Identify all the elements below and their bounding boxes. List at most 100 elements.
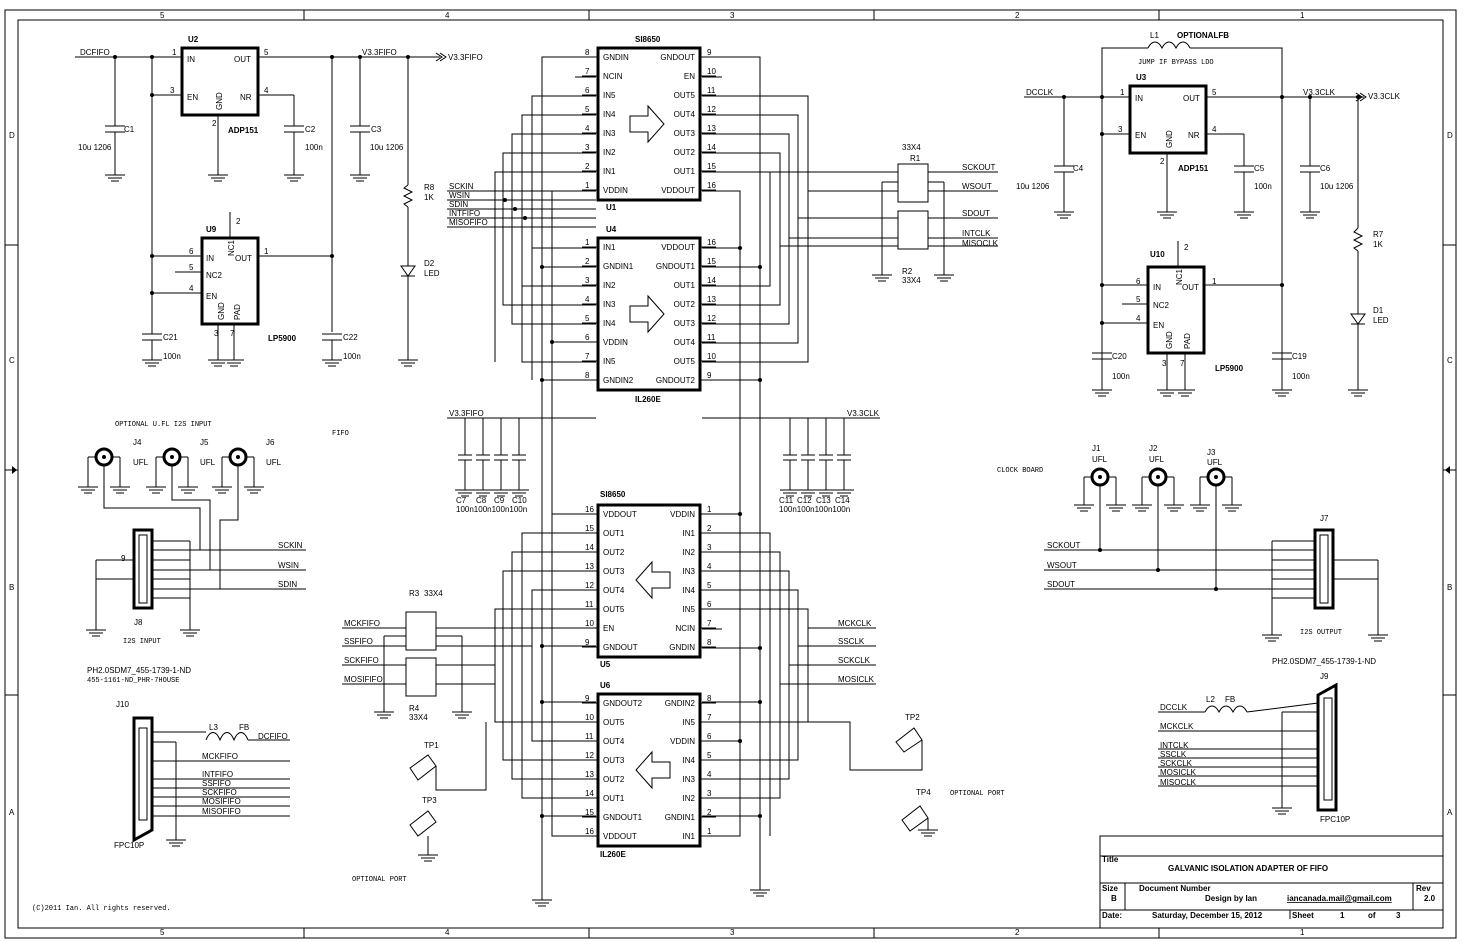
u5-pin-name: EN: [603, 624, 614, 633]
svg-text:2: 2: [212, 119, 217, 128]
j1-ref: J1: [1092, 444, 1101, 453]
u1-pin-name: IN5: [603, 91, 616, 100]
svg-text:SSFIFO: SSFIFO: [202, 779, 231, 788]
svg-text:C9: C9: [494, 496, 505, 505]
c21-ref: C21: [163, 333, 178, 342]
net-wsout: WSOUT: [962, 182, 992, 191]
svg-text:6: 6: [1136, 277, 1141, 286]
j9-fpc-connector: J9 FPC10P DCCLK L2 FB MCKCLK INTCLK SSCL…: [1158, 672, 1350, 824]
svg-text:NR: NR: [1188, 131, 1200, 140]
net-sckin-j8: SCKIN: [278, 541, 303, 550]
u6-pin-num: 11: [585, 732, 594, 741]
docnum-label: Document Number: [1139, 884, 1211, 893]
c6-ref: C6: [1320, 164, 1331, 173]
l2-value: FB: [1225, 695, 1235, 704]
u6-isolator: U6 IL260E 9GNDOUT210OUT511OUT412OUT313OU…: [582, 681, 716, 859]
note-fifo: FIFO: [332, 430, 349, 438]
svg-text:5: 5: [189, 263, 194, 272]
u5-pin-num: 14: [585, 543, 594, 552]
svg-text:OUT: OUT: [1183, 94, 1200, 103]
u6-pin-name: OUT5: [603, 718, 625, 727]
u1-pin-num: 12: [707, 105, 716, 114]
rev-value: 2.0: [1424, 894, 1436, 903]
u4-pin-num: 15: [707, 257, 716, 266]
u6-pin-num: 7: [707, 713, 712, 722]
sheet-label: Sheet: [1292, 911, 1314, 920]
u1-pin-num: 13: [707, 124, 716, 133]
u6-pin-name: OUT4: [603, 737, 625, 746]
u6-pin-name: VDDIN: [670, 737, 695, 746]
u1-pin-name: OUT1: [674, 167, 696, 176]
svg-text:4: 4: [264, 86, 269, 95]
j4-value: UFL: [133, 458, 149, 467]
net-mosififo: MOSIFIFO: [344, 675, 383, 684]
u4-pin-num: 14: [707, 276, 716, 285]
j10-value: FPC10P: [114, 841, 144, 850]
row-label-c: C: [9, 356, 15, 365]
col-label-3: 3: [730, 11, 735, 20]
u4-pin-num: 5: [585, 314, 590, 323]
u6-pin-num: 8: [707, 694, 712, 703]
copyright: (C)2011 Ian. All rights reserved.: [32, 905, 171, 913]
u1-pin-num: 2: [585, 162, 590, 171]
sheet-frame: 5 4 3 2 1 5 4 3 2 1 D C B A D C B A: [4, 9, 1457, 939]
net-dcfifo-j10: DCFIFO: [258, 732, 288, 741]
row-label-d-right: D: [1447, 131, 1453, 140]
svg-text:MISOFIFO: MISOFIFO: [202, 807, 241, 816]
u5-pin-name: OUT4: [603, 586, 625, 595]
u5-pin-num: 8: [707, 638, 712, 647]
net-dcfifo: DCFIFO: [80, 48, 110, 57]
u5-pin-num: 2: [707, 524, 712, 533]
u1-pin-num: 10: [707, 67, 716, 76]
u6-pin-num: 3: [707, 789, 712, 798]
net-mckclk: MCKCLK: [838, 619, 872, 628]
u4-pin-num: 6: [585, 333, 590, 342]
l1-value: OPTIONALFB: [1177, 31, 1229, 40]
u4-pin-name: GNDIN1: [603, 262, 634, 271]
u5-pin-name: IN4: [683, 586, 696, 595]
u6-pin-num: 9: [585, 694, 590, 703]
col-label-1: 1: [1300, 11, 1305, 20]
u5-pin-name: IN5: [683, 605, 696, 614]
c19-value: 100n: [1292, 372, 1310, 381]
c1-value: 10u 1206: [78, 143, 112, 152]
svg-text:3: 3: [1118, 125, 1123, 134]
col-label-2: 2: [1015, 11, 1020, 20]
net-sdout-j7: SDOUT: [1047, 580, 1075, 589]
u5-pin-num: 13: [585, 562, 594, 571]
u5-pin-num: 4: [707, 562, 712, 571]
u5-pin-name: OUT1: [603, 529, 625, 538]
r1-r2-resistor-arrays: 33X4 R1 R2 33X4 SCKOUT WSOUT SDOUT INTCL…: [702, 143, 999, 285]
r3-value: 33X4: [424, 589, 443, 598]
u9-pin-nc2: NC2: [206, 271, 223, 280]
c19-ref: C19: [1292, 352, 1307, 361]
u5-isolator: SI8650 U5 16VDDOUT15OUT114OUT213OUT312OU…: [582, 490, 716, 669]
u1-pin-name: IN2: [603, 148, 616, 157]
net-mckfifo: MCKFIFO: [344, 619, 380, 628]
u9-pin-en: EN: [206, 292, 217, 301]
date-label: Date:: [1102, 911, 1122, 920]
u5-ref: U5: [600, 660, 611, 669]
d2-ref: D2: [424, 259, 435, 268]
net-dcclk-j9: DCCLK: [1160, 703, 1188, 712]
u1-value: SI8650: [635, 35, 661, 44]
d2-value: LED: [424, 269, 440, 278]
u9-value: LP5900: [268, 334, 297, 343]
svg-text:IN: IN: [1153, 283, 1161, 292]
sheet-number: 1: [1340, 911, 1345, 920]
u4-pin-name: IN1: [603, 243, 616, 252]
u2-pin-gnd: GND: [215, 92, 224, 110]
u5-pin-name: VDDIN: [670, 510, 695, 519]
c2-ref: C2: [305, 125, 316, 134]
j8-label: I2S INPUT: [123, 638, 161, 646]
c3-value: 10u 1206: [370, 143, 404, 152]
u4-pin-num: 2: [585, 257, 590, 266]
svg-text:MCKFIFO: MCKFIFO: [202, 752, 238, 761]
note-clock-board: CLOCK BOARD: [997, 467, 1043, 475]
size-label: Size: [1102, 884, 1119, 893]
u4-pin-num: 12: [707, 314, 716, 323]
u3-ref: U3: [1136, 73, 1147, 82]
r2-value: 33X4: [902, 276, 921, 285]
